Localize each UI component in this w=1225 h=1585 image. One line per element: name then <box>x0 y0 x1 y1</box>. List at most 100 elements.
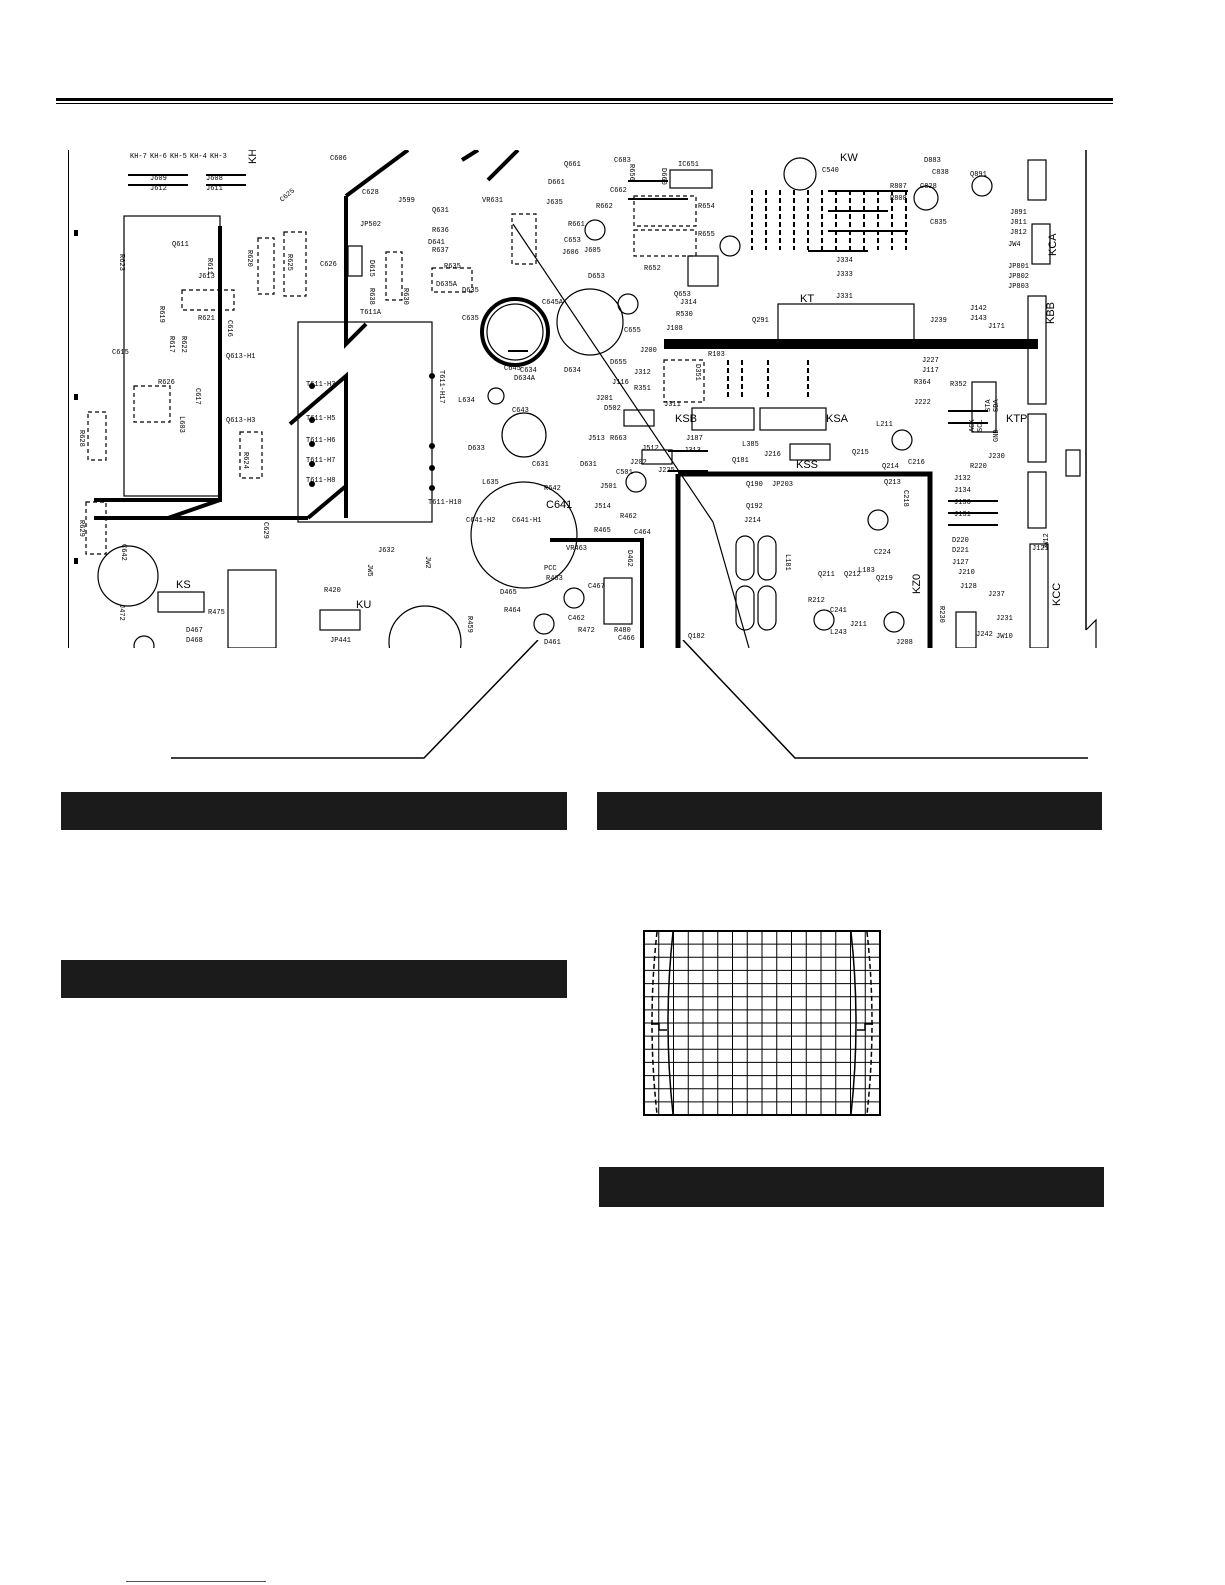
svg-text:R619: R619 <box>157 306 165 323</box>
svg-text:KH-3: KH-3 <box>210 153 227 161</box>
svg-text:Q613-H1: Q613-H1 <box>226 353 255 361</box>
svg-text:J127: J127 <box>952 559 969 567</box>
label-KT: KT <box>800 293 814 305</box>
svg-text:C683: C683 <box>614 157 631 165</box>
svg-text:Q891: Q891 <box>970 171 987 179</box>
svg-text:D615: D615 <box>367 260 375 277</box>
svg-text:R530: R530 <box>676 311 693 319</box>
svg-text:C629: C629 <box>261 522 269 539</box>
svg-text:Q611: Q611 <box>172 241 189 249</box>
label-KTP: KTP <box>1006 413 1027 425</box>
svg-text:J130: J130 <box>954 499 971 507</box>
svg-text:D462: D462 <box>625 550 633 567</box>
svg-text:JP441: JP441 <box>330 637 351 645</box>
header-rule-thin <box>56 103 1113 104</box>
svg-text:J200: J200 <box>640 347 657 355</box>
svg-text:Q211: Q211 <box>818 571 835 579</box>
pointer-line-main <box>512 223 714 523</box>
svg-text:D631: D631 <box>580 461 597 469</box>
svg-text:L635: L635 <box>482 479 499 487</box>
svg-text:D468: D468 <box>186 637 203 645</box>
svg-text:J612: J612 <box>150 185 167 193</box>
label-KW: KW <box>840 152 858 164</box>
label-KCA: KCA <box>1047 233 1059 256</box>
label-KSS: KSS <box>796 459 818 471</box>
svg-text:R617: R617 <box>167 336 175 353</box>
svg-text:JW12: JW12 <box>1043 533 1051 550</box>
svg-text:D660: D660 <box>659 168 667 185</box>
small-capacitors <box>133 175 993 648</box>
svg-text:C631: C631 <box>532 461 549 469</box>
svg-text:T611A: T611A <box>360 309 382 317</box>
svg-text:R475: R475 <box>208 609 225 617</box>
svg-text:R459: R459 <box>465 616 473 633</box>
svg-text:D641: D641 <box>428 239 445 247</box>
svg-text:J311: J311 <box>664 401 681 409</box>
svg-text:Q190: Q190 <box>746 481 763 489</box>
label-KCC: KCC <box>1051 583 1063 606</box>
svg-text:J472: J472 <box>117 604 125 621</box>
svg-text:KH-4: KH-4 <box>190 153 207 161</box>
svg-text:C501: C501 <box>616 469 633 477</box>
svg-text:D502: D502 <box>604 405 621 413</box>
svg-text:C838: C838 <box>932 169 949 177</box>
svg-text:J227: J227 <box>922 357 939 365</box>
svg-text:C655: C655 <box>624 327 641 335</box>
section-header-right <box>597 792 1102 830</box>
svg-text:JW5: JW5 <box>365 564 373 577</box>
svg-text:D220: D220 <box>952 537 969 545</box>
svg-text:JP502: JP502 <box>360 221 381 229</box>
svg-text:D653: D653 <box>588 273 605 281</box>
svg-text:R463: R463 <box>546 575 563 583</box>
svg-text:R420: R420 <box>324 587 341 595</box>
svg-text:JP803: JP803 <box>1008 283 1029 291</box>
transformer-pins <box>309 373 435 491</box>
svg-text:R642: R642 <box>544 485 561 493</box>
svg-text:SCL: SCL <box>977 419 985 432</box>
svg-text:C616: C616 <box>225 320 233 337</box>
svg-text:J237: J237 <box>988 591 1005 599</box>
svg-text:VR631: VR631 <box>482 197 503 205</box>
svg-text:R663: R663 <box>610 435 627 443</box>
svg-text:C462: C462 <box>568 615 585 623</box>
svg-text:T611-H10: T611-H10 <box>428 499 462 507</box>
svg-text:R638: R638 <box>367 288 375 305</box>
svg-text:J142: J142 <box>970 305 987 313</box>
svg-text:T611-H8: T611-H8 <box>306 477 335 485</box>
svg-text:D634: D634 <box>564 367 581 375</box>
svg-text:R623: R623 <box>117 254 125 271</box>
svg-text:J632: J632 <box>378 547 395 555</box>
svg-text:R103: R103 <box>708 351 725 359</box>
svg-text:C216: C216 <box>908 459 925 467</box>
svg-text:C466: C466 <box>618 635 635 643</box>
label-KSB: KSB <box>675 413 697 425</box>
svg-text:J230: J230 <box>988 453 1005 461</box>
svg-text:D635A: D635A <box>436 281 458 289</box>
svg-text:R230: R230 <box>937 606 945 623</box>
svg-text:J334: J334 <box>836 257 853 265</box>
svg-text:C540: C540 <box>822 167 839 175</box>
svg-text:Q219: Q219 <box>876 575 893 583</box>
svg-text:Q212: Q212 <box>844 571 861 579</box>
svg-text:R352: R352 <box>950 381 967 389</box>
svg-text:R807: R807 <box>890 183 907 191</box>
footer-link-underline[interactable] <box>126 1581 266 1582</box>
svg-text:Q192: Q192 <box>746 503 763 511</box>
svg-text:C641-H1: C641-H1 <box>512 517 541 525</box>
board-edge-ticks <box>74 230 78 564</box>
svg-text:C645A: C645A <box>542 299 564 307</box>
svg-text:C625: C625 <box>279 187 297 204</box>
svg-text:J606: J606 <box>562 249 579 257</box>
svg-text:J187: J187 <box>686 435 703 443</box>
svg-text:T611-H17: T611-H17 <box>437 370 445 404</box>
svg-text:Q181: Q181 <box>732 457 749 465</box>
svg-text:J201: J201 <box>596 395 613 403</box>
svg-text:J211: J211 <box>850 621 867 629</box>
label-KSA: KSA <box>826 413 849 425</box>
svg-text:C643: C643 <box>512 407 529 415</box>
svg-text:C653: C653 <box>564 237 581 245</box>
svg-text:L181: L181 <box>783 554 791 571</box>
svg-text:KH-6: KH-6 <box>150 153 167 161</box>
svg-text:J117: J117 <box>922 367 939 375</box>
svg-text:C641: C641 <box>546 499 572 511</box>
